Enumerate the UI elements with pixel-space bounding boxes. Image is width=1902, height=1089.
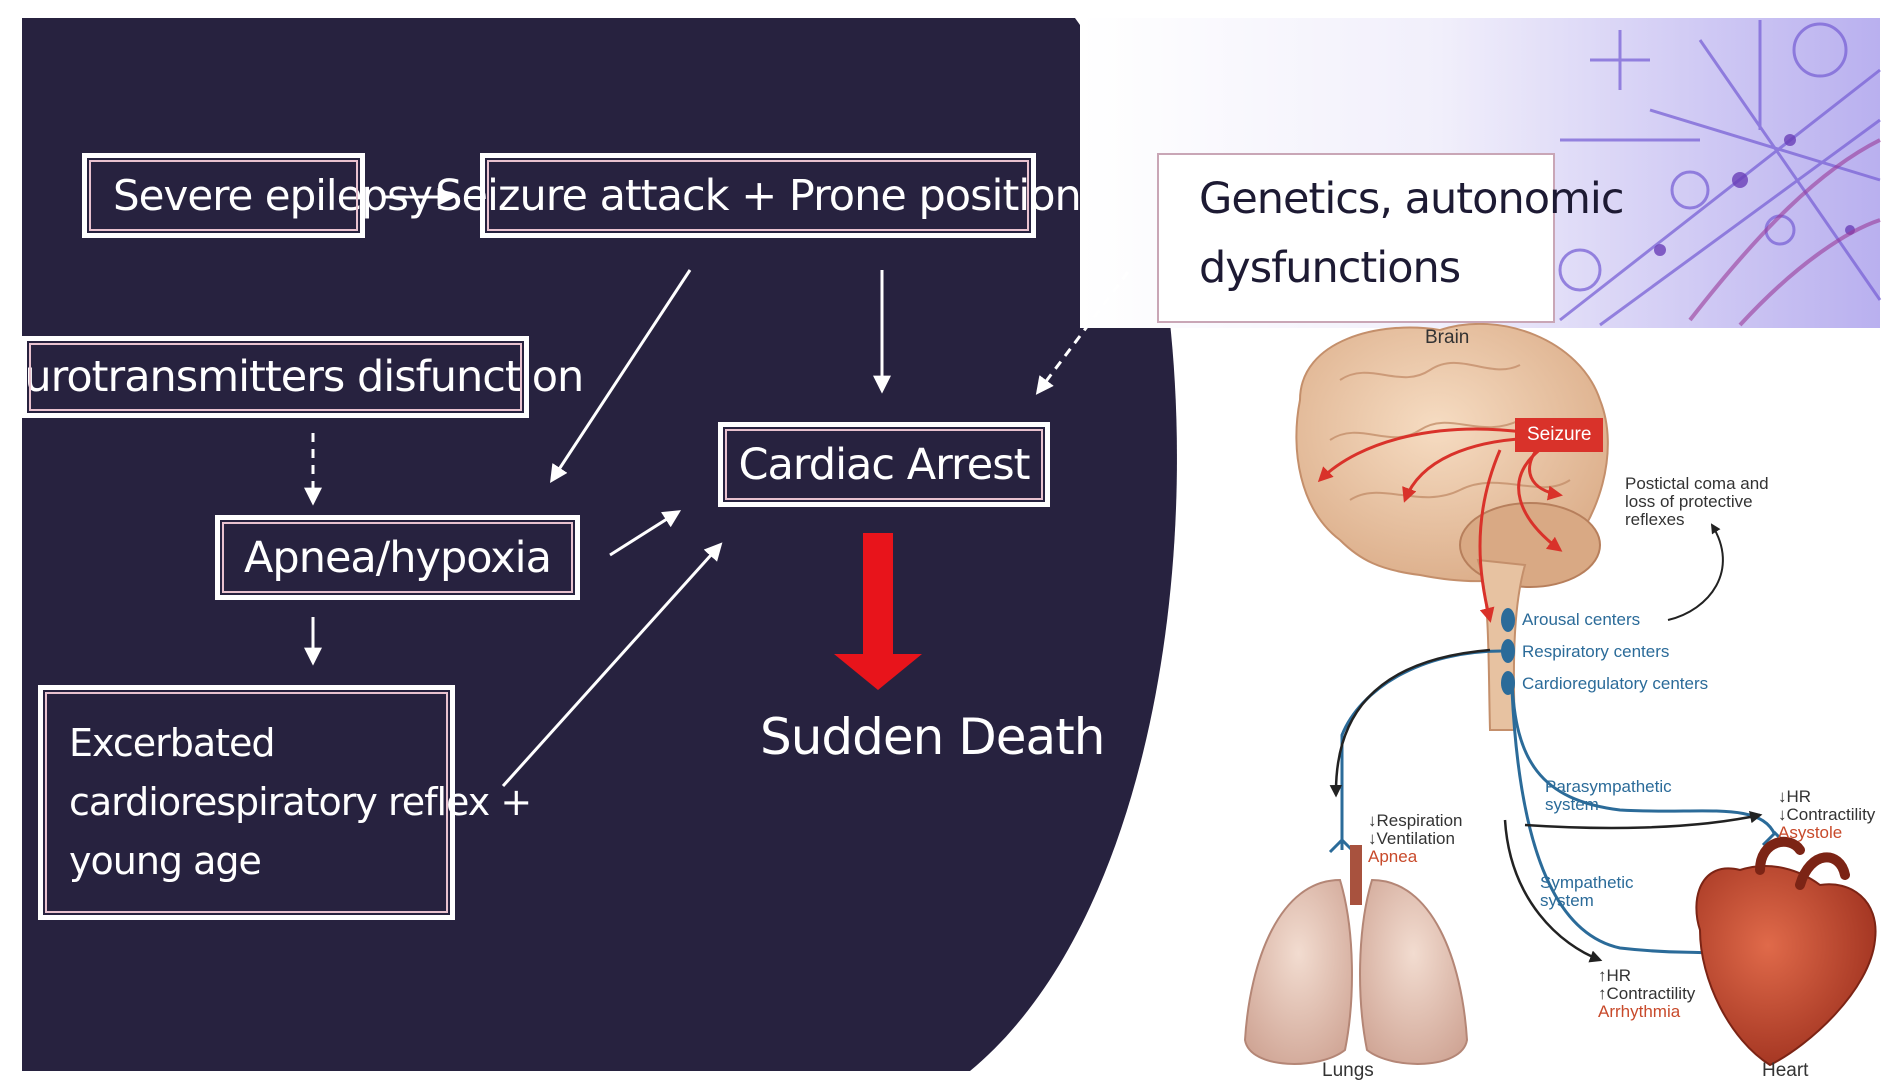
respiration-effects-label: ↓Respiration ↓Ventilation Apnea — [1368, 812, 1463, 866]
severe-epilepsy-box: Severe epilepsy — [82, 153, 433, 238]
heart-label: Heart — [1762, 1060, 1809, 1081]
asystole-label: Asystole — [1778, 822, 1843, 842]
dark-panel — [22, 18, 1177, 1071]
sympathetic-label: Sympathetic system — [1540, 874, 1634, 910]
arousal-centers-label: Arousal centers — [1522, 610, 1641, 629]
excerbated-line-2: cardiorespiratory reflex + — [69, 780, 532, 825]
red-arrow-down-icon — [834, 533, 922, 690]
parasympathetic-line-2: system — [1545, 794, 1599, 814]
parasympathetic-effects-label: ↓HR ↓Contractility Asystole — [1778, 788, 1875, 842]
seizure-prone-label: Seizure attack + Prone position — [435, 170, 1082, 221]
para-contractility-line: ↓Contractility — [1778, 804, 1876, 824]
genetics-box: Genetics, autonomic dysfunctions — [1157, 153, 1624, 323]
postictal-line-2: loss of protective — [1625, 491, 1753, 511]
parasympathetic-label: Parasympathetic system — [1545, 778, 1672, 814]
excerbated-line-1: Excerbated — [69, 721, 276, 766]
arrow-genetics-to-cardiac — [1035, 271, 1130, 395]
sudden-death-label: Sudden Death — [760, 708, 1105, 766]
arrow-seizure-to-apnea — [550, 269, 692, 484]
brainstem-shape — [1476, 558, 1527, 731]
heart-shape — [1695, 864, 1877, 1067]
severe-epilepsy-label: Severe epilepsy — [113, 171, 433, 220]
seizure-badge: Seizure — [1515, 418, 1604, 452]
sympathetic-line-2: system — [1540, 890, 1594, 910]
sympathetic-effects-label: ↑HR ↑Contractility Arrhythmia — [1598, 967, 1695, 1021]
sympathetic-line-1: Sympathetic — [1540, 873, 1634, 892]
lungs-label: Lungs — [1322, 1060, 1374, 1081]
para-hr-line: ↓HR — [1778, 787, 1812, 806]
apnea-hypoxia-box: Apnea/hypoxia — [215, 515, 580, 600]
apnea-label: Apnea — [1368, 846, 1418, 866]
genetics-line-2: dysfunctions — [1199, 242, 1461, 293]
excerbated-reflex-box: Excerbated cardiorespiratory reflex + yo… — [38, 685, 532, 920]
parasympathetic-line-1: Parasympathetic — [1545, 777, 1672, 796]
brain-label: Brain — [1425, 327, 1470, 348]
neurotransmitters-box: Neurotransmitters disfunction — [0, 336, 584, 418]
symp-hr-line: ↑HR — [1598, 966, 1632, 985]
symp-contractility-line: ↑Contractility — [1598, 983, 1696, 1003]
arrow-apnea-to-cardiac — [609, 510, 682, 557]
ventilation-line: ↓Ventilation — [1368, 828, 1455, 848]
arrow-reflex-to-cardiac — [501, 542, 723, 788]
lungs-shape — [1243, 878, 1353, 1065]
arrhythmia-label: Arrhythmia — [1598, 1001, 1681, 1021]
postictal-line-3: reflexes — [1625, 509, 1685, 529]
postictal-label: Postictal coma and loss of protective re… — [1625, 475, 1769, 529]
seizure-prone-box: Seizure attack + Prone position — [435, 153, 1082, 238]
cardioregulatory-centers-label: Cardioregulatory centers — [1522, 674, 1709, 693]
respiration-line: ↓Respiration — [1368, 811, 1463, 830]
genetics-line-1: Genetics, autonomic — [1199, 174, 1624, 224]
flow-arrows — [304, 188, 1130, 788]
cardiac-arrest-box: Cardiac Arrest — [718, 422, 1050, 507]
postictal-line-1: Postictal coma and — [1625, 474, 1769, 493]
neurotransmitters-label: Neurotransmitters disfunction — [0, 352, 584, 402]
physiology-illustration — [1243, 322, 1877, 1067]
excerbated-line-3: young age — [69, 838, 262, 883]
cardiac-arrest-label: Cardiac Arrest — [738, 439, 1031, 490]
apnea-hypoxia-label: Apnea/hypoxia — [244, 532, 552, 583]
respiratory-centers-label: Respiratory centers — [1522, 642, 1670, 661]
